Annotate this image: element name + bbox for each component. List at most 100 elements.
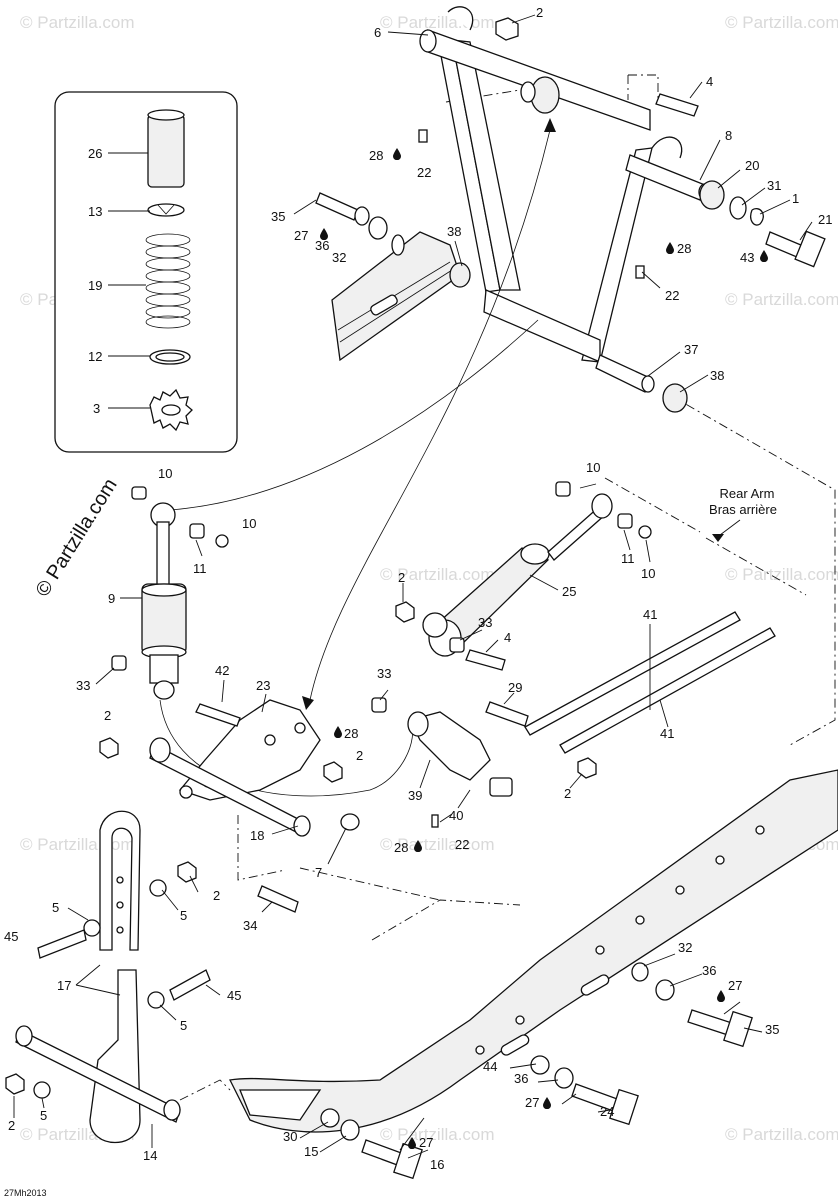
callout: 27 — [728, 978, 742, 993]
callout: 33 — [76, 678, 90, 693]
rear-shock-assembly — [371, 477, 807, 828]
drop-icon — [543, 1097, 551, 1109]
callout: 31 — [767, 178, 781, 193]
callout: 10 — [586, 460, 600, 475]
callout: 27 — [525, 1095, 539, 1110]
callout: 27 — [419, 1135, 433, 1150]
callout: 8 — [725, 128, 732, 143]
lower-slide-rail — [229, 769, 838, 1180]
callout: 36 — [702, 963, 716, 978]
watermark: © Partzilla.com — [380, 13, 495, 32]
callout: 11 — [193, 561, 207, 576]
watermark: © Partzilla.com — [380, 835, 495, 854]
callout: 28 — [394, 840, 408, 855]
callout: 11 — [621, 551, 635, 566]
callout: 29 — [508, 680, 522, 695]
callout: 10 — [641, 566, 655, 581]
callout: 2 — [104, 708, 111, 723]
lower-arm-assembly — [5, 810, 231, 1148]
callout: 17 — [57, 978, 71, 993]
callout: 14 — [143, 1148, 157, 1163]
callout: 18 — [250, 828, 264, 843]
callout: 32 — [678, 940, 692, 955]
callout: 33 — [478, 615, 492, 630]
callout: 28 — [369, 148, 383, 163]
callout: 28 — [677, 241, 691, 256]
watermark: © Partzilla.com — [725, 565, 838, 584]
rear-arm-label: Rear Arm — [720, 486, 775, 501]
drop-icon — [760, 250, 768, 262]
callout: 7 — [315, 865, 322, 880]
callout: 5 — [40, 1108, 47, 1123]
callout: 1 — [792, 191, 799, 206]
callout: 2 — [213, 888, 220, 903]
callout: 3 — [93, 401, 100, 416]
callout: 33 — [377, 666, 391, 681]
rear-arm-bracket — [99, 679, 360, 913]
callout: 10 — [158, 466, 172, 481]
callout: 35 — [271, 209, 285, 224]
callout: 9 — [108, 591, 115, 606]
callout: 26 — [88, 146, 102, 161]
callout: 43 — [740, 250, 754, 265]
callout: 28 — [344, 726, 358, 741]
drop-icon — [393, 148, 401, 160]
watermark: © Partzilla.com — [20, 835, 135, 854]
callout: 6 — [374, 25, 381, 40]
callout: 2 — [564, 786, 571, 801]
drop-icon — [666, 242, 674, 254]
callout: 4 — [706, 74, 713, 89]
callout: 37 — [684, 342, 698, 357]
callout: 42 — [215, 663, 229, 678]
callout: 19 — [88, 278, 102, 293]
callout: 12 — [88, 349, 102, 364]
callout: 16 — [430, 1157, 444, 1172]
callout: 23 — [256, 678, 270, 693]
watermark: © Partzilla.com — [380, 1125, 495, 1144]
callout: 30 — [283, 1129, 297, 1144]
callout: 44 — [483, 1059, 497, 1074]
callout: 39 — [408, 788, 422, 803]
watermark: © Partzilla.com — [380, 565, 495, 584]
callout: 22 — [665, 288, 679, 303]
callout: 36 — [514, 1071, 528, 1086]
callout: 13 — [88, 204, 102, 219]
callout: 34 — [243, 918, 257, 933]
callout-layer: 6 2 4 8 20 31 1 21 43 28 22 35 27 36 32 … — [4, 5, 832, 1172]
callout: 22 — [417, 165, 431, 180]
callout: 38 — [710, 368, 724, 383]
callout: 24 — [600, 1104, 614, 1119]
callout: 4 — [504, 630, 511, 645]
callout: 2 — [536, 5, 543, 20]
callout: 32 — [332, 250, 346, 265]
watermark: © Partzilla.com — [725, 13, 838, 32]
callout: 45 — [4, 929, 18, 944]
drop-icon — [334, 726, 342, 738]
callout: 41 — [660, 726, 674, 741]
callout: 38 — [447, 224, 461, 239]
callout: 36 — [315, 238, 329, 253]
callout: 5 — [180, 1018, 187, 1033]
callout: 2 — [398, 570, 405, 585]
callout: 22 — [455, 837, 469, 852]
rear-arm-label-fr: Bras arrière — [709, 502, 777, 517]
callout: 5 — [180, 908, 187, 923]
callout: 15 — [304, 1144, 318, 1159]
callout: 40 — [449, 808, 463, 823]
spring-kit-inset — [54, 91, 238, 453]
callout: 5 — [52, 900, 59, 915]
callout: 20 — [745, 158, 759, 173]
callout: 45 — [227, 988, 241, 1003]
drop-icon — [717, 990, 725, 1002]
shock-absorber — [95, 319, 539, 797]
callout: 2 — [356, 748, 363, 763]
callout: 41 — [643, 607, 657, 622]
callout: 21 — [818, 212, 832, 227]
front-arm-assembly — [293, 6, 836, 746]
callout: 35 — [765, 1022, 779, 1037]
reference-code: 27Mh2013 — [4, 1188, 47, 1198]
watermark: © Partzilla.com — [725, 1125, 838, 1144]
callout: 10 — [242, 516, 256, 531]
watermark: © Partzilla.com — [725, 290, 838, 309]
